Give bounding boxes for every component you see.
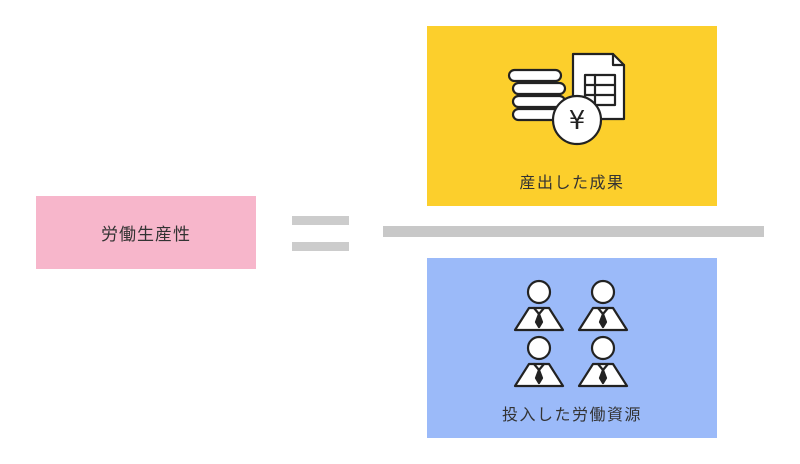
- numerator-card: ¥ 産出した成果: [427, 26, 717, 206]
- lhs-box: 労働生産性: [36, 196, 256, 269]
- equals-sign: [292, 216, 349, 251]
- worker-icon: [577, 279, 629, 332]
- worker-icon: [513, 335, 565, 388]
- coins-document-yen-icon: ¥: [507, 52, 626, 146]
- lhs-label: 労働生産性: [101, 225, 191, 245]
- worker-icon: [577, 335, 629, 388]
- numerator-label: 産出した成果: [519, 173, 625, 192]
- equals-bar-bottom: [292, 242, 349, 251]
- equals-bar-top: [292, 216, 349, 225]
- worker-icon: [513, 279, 565, 332]
- fraction-line: [383, 226, 764, 237]
- denominator-label: 投入した労働資源: [501, 405, 642, 424]
- workers-group-icon: [513, 279, 629, 388]
- yen-glyph: ¥: [569, 106, 586, 136]
- denominator-card: 投入した労働資源: [427, 258, 717, 438]
